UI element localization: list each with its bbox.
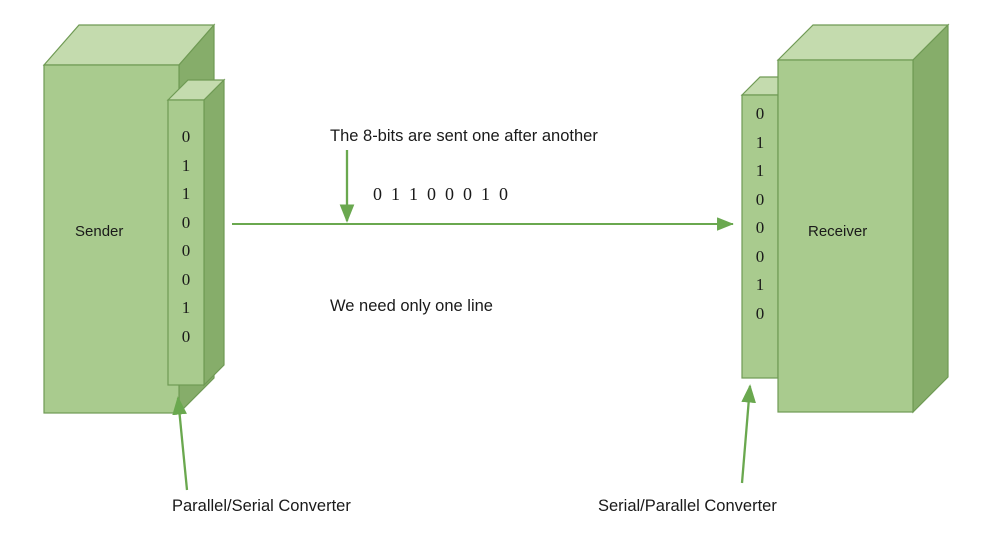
sender-bit: 1	[181, 184, 191, 203]
receiver-bit: 1	[755, 132, 765, 152]
receiver-bit: 0	[755, 104, 765, 123]
parallel-serial-converter-label: Parallel/Serial Converter	[172, 497, 351, 515]
sender-bit: 0	[181, 326, 191, 346]
transmission-note-top: The 8-bits are sent one after another	[330, 127, 598, 145]
receiver-label: Receiver	[808, 223, 868, 240]
sender-bit: 1	[181, 298, 191, 317]
sender-bit: 1	[181, 155, 191, 175]
sender-bit: 0	[181, 127, 191, 146]
receiver-bit: 0	[755, 246, 765, 266]
sender-bit: 0	[181, 241, 191, 260]
receiver-register-front-face	[741, 94, 779, 379]
receiver-bit: 0	[755, 189, 765, 209]
serial-bitstream: 0 1 1 0 0 0 1 0	[373, 184, 508, 204]
receiver-bit: 1	[755, 161, 765, 180]
sender-label: Sender	[75, 223, 124, 240]
receiver-body-box	[776, 23, 950, 414]
sender-bit: 0	[181, 212, 191, 232]
serial-parallel-converter-arrow	[740, 384, 756, 484]
parallel-serial-converter-arrow	[172, 396, 189, 491]
transmission-note-bottom: We need only one line	[330, 297, 493, 315]
serial-parallel-converter-label: Serial/Parallel Converter	[598, 497, 777, 515]
receiver-bit: 1	[755, 275, 765, 294]
sender-body-front-face	[43, 64, 180, 414]
receiver-bit: 0	[755, 218, 765, 237]
sender-register-front-face	[167, 99, 205, 386]
receiver-bit: 0	[755, 303, 765, 323]
sender-register-box	[166, 78, 226, 387]
receiver-body-front-face	[777, 59, 914, 413]
sender-register-side-face	[203, 78, 225, 387]
receiver-register-bits: 0 1 1 0 0 0 1 0	[742, 100, 778, 328]
receiver-body-side-face	[912, 23, 949, 414]
sender-register-bits: 0 1 1 0 0 0 1 0	[168, 123, 204, 351]
sender-bit: 0	[181, 269, 191, 289]
